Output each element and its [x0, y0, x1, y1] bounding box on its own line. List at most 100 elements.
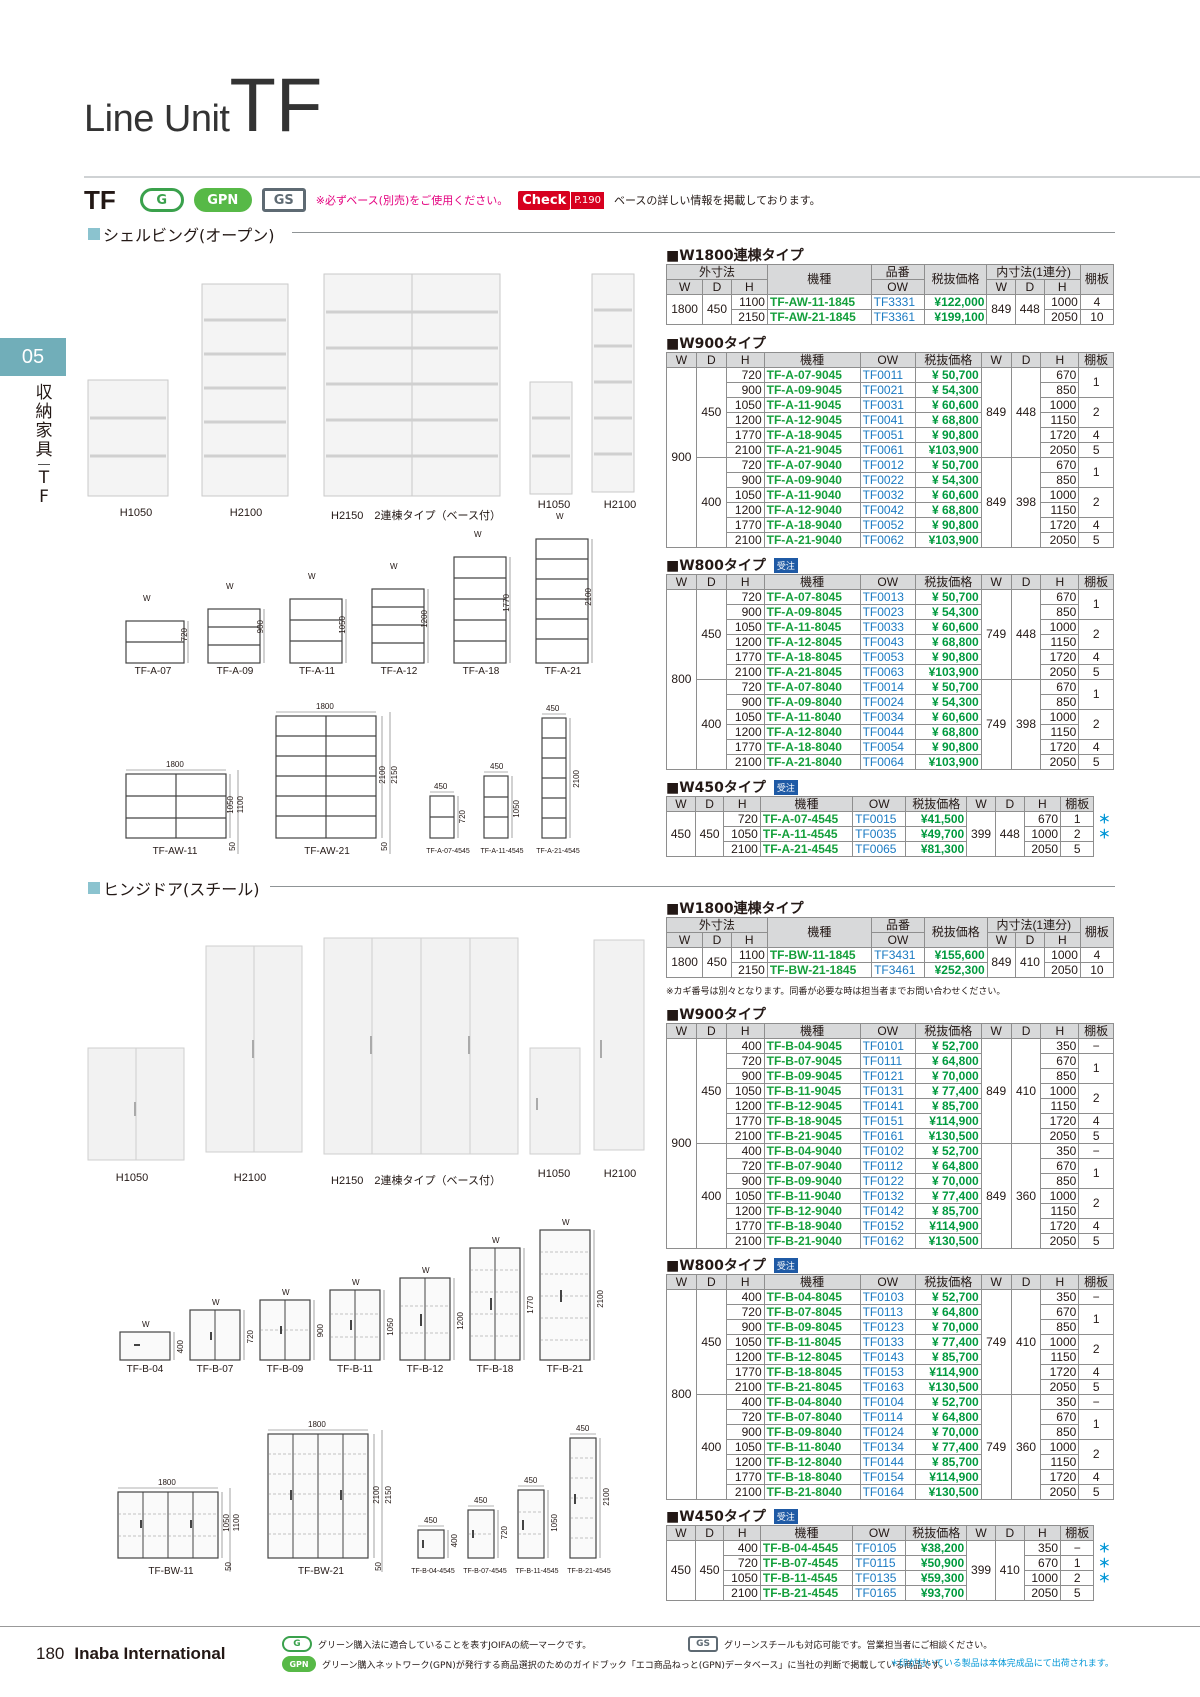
- cell-ow: TF0151: [859, 1113, 916, 1129]
- cell-h: 720: [725, 1158, 765, 1174]
- cell-inner-h: 1000: [1040, 1439, 1080, 1455]
- cell-h: 2100: [723, 1585, 761, 1601]
- th-h: H: [1043, 279, 1081, 295]
- cell-ow: TF0013: [859, 589, 916, 605]
- cell-price: ¥ 60,600: [914, 487, 982, 503]
- dim-base: 50: [224, 1562, 233, 1571]
- table-title-text: ■W800タイプ: [666, 558, 766, 574]
- dim-w: 450: [474, 1496, 488, 1505]
- diagram-label: TF-A-09: [216, 666, 254, 677]
- order-badge: 受注: [773, 1257, 798, 1273]
- cell-h: 720: [725, 1409, 765, 1425]
- cell-shelves: 4: [1078, 1469, 1114, 1485]
- cell-inner-h: 350: [1023, 1540, 1062, 1556]
- cell-inner-h: 670: [1023, 1555, 1062, 1571]
- th-w: W: [666, 1023, 697, 1039]
- cell-h: 2100: [725, 442, 765, 458]
- cell-inner-h: 1000: [1040, 619, 1080, 635]
- cell-shelves: −: [1078, 1038, 1114, 1054]
- th-w: W: [986, 279, 1017, 295]
- cell-w: 900: [666, 1038, 697, 1249]
- th-model: 機種: [763, 352, 861, 368]
- th-h: H: [725, 574, 765, 590]
- door-photo-h2100: [205, 945, 303, 1153]
- th-d: D: [702, 279, 732, 295]
- cell-model: TF-B-04-4545: [759, 1540, 854, 1556]
- cell-inner-h: 350: [1040, 1289, 1080, 1305]
- cell-model: TF-AW-21-1845: [766, 309, 872, 325]
- table-title-open-w1800: ■W1800連棟タイプ: [666, 248, 804, 264]
- photo-label: H2100: [603, 499, 637, 511]
- cell-h: 2100: [725, 1379, 765, 1395]
- door-photo-h1050-narrow: [529, 1047, 581, 1155]
- cell-inner-h: 1720: [1040, 1218, 1080, 1234]
- cell-price: ¥ 52,700: [914, 1143, 982, 1159]
- cell-inner-h: 1000: [1040, 1188, 1080, 1204]
- cell-inner-w: 849: [980, 367, 1012, 458]
- cell-model: TF-B-04-8040: [763, 1394, 861, 1410]
- dim-w: W: [422, 1266, 430, 1275]
- cell-h: 2100: [725, 1128, 765, 1144]
- cell-model: TF-B-21-8045: [763, 1379, 861, 1395]
- cell-h: 720: [725, 589, 765, 605]
- diagram-label: TF-B-21-4545: [567, 1568, 611, 1575]
- cell-model: TF-BW-21-1845: [766, 962, 873, 978]
- cell-d: 450: [702, 947, 732, 978]
- cell-ow: TF0141: [859, 1098, 916, 1114]
- cell-inner-w: 749: [980, 1289, 1012, 1395]
- cell-model: TF-A-18-9045: [763, 427, 861, 443]
- diagram-label: TF-B-09: [266, 1364, 304, 1375]
- dim-h: 720: [458, 810, 467, 824]
- th-h: H: [1040, 1023, 1080, 1039]
- cell-inner-h: 1000: [1040, 397, 1080, 413]
- legend-text: グリーンスチールも対応可能です。営業担当者にご相談ください。: [724, 1640, 993, 1651]
- cell-h: 720: [725, 1053, 765, 1069]
- cell-model: TF-B-04-8045: [763, 1289, 861, 1305]
- chapter-tab: 05: [0, 338, 66, 376]
- dim-w: W: [282, 1288, 290, 1297]
- open-shelving-photos: [87, 273, 635, 497]
- cell-price: ¥41,500: [905, 811, 968, 827]
- dim-base: 50: [228, 842, 237, 851]
- cell-shelves: 2: [1060, 826, 1095, 842]
- cell-shelves: 5: [1078, 754, 1114, 770]
- check-description: ベースの詳しい情報を掲載しております。: [613, 194, 821, 207]
- cell-price: ¥103,900: [914, 442, 982, 458]
- cell-model: TF-A-12-8045: [763, 634, 861, 650]
- th-h: H: [725, 1274, 765, 1290]
- cell-inner-h: 2050: [1023, 841, 1062, 857]
- table-title-hinge-w900: ■W900タイプ: [666, 1007, 766, 1023]
- cell-model: TF-A-11-9045: [763, 397, 861, 413]
- th-tana: 棚板: [1079, 917, 1115, 948]
- cell-inner-h: 670: [1040, 367, 1080, 383]
- cell-ow: TF0063: [859, 664, 916, 680]
- table-title-open-w800: ■W800タイプ受注: [666, 555, 798, 575]
- diagram-label: TF-A-21: [544, 666, 582, 677]
- table-title-hinge-w450: ■W450タイプ受注: [666, 1506, 798, 1526]
- completed-product-mark: ＊: [1098, 1570, 1111, 1585]
- chapter-side-label: 収 納 家 具 T F: [34, 384, 54, 507]
- cell-shelves: 5: [1078, 532, 1114, 548]
- dim-h: 2150: [390, 766, 399, 784]
- cell-h: 900: [725, 382, 765, 398]
- th-tana: 棚板: [1079, 264, 1115, 295]
- cell-inner-d: 410: [1010, 1038, 1042, 1144]
- cell-ow: TF0153: [859, 1364, 916, 1380]
- order-badge: 受注: [773, 779, 798, 795]
- cell-ow: TF3331: [870, 294, 925, 310]
- diagram-label: TF-B-11: [337, 1364, 373, 1375]
- cell-price: ¥114,900: [914, 1113, 982, 1129]
- cell-inner-h: 1000: [1023, 826, 1062, 842]
